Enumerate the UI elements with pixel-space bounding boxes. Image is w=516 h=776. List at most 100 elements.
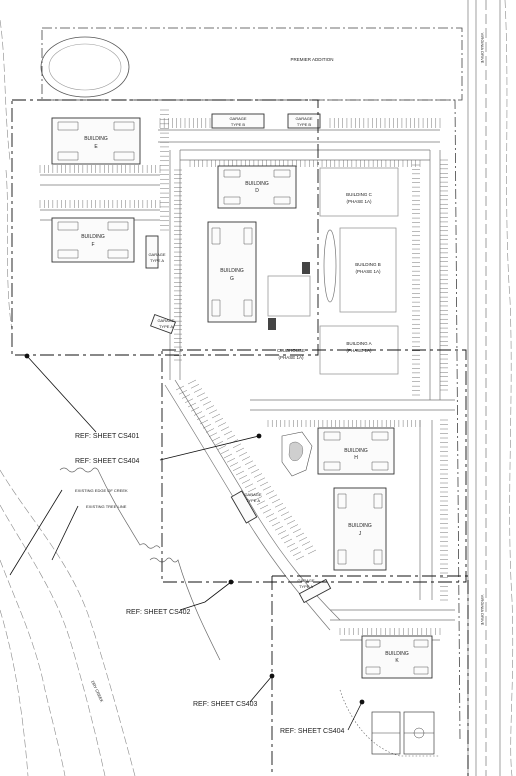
building-k-letter: K — [395, 658, 399, 664]
garage-type-a-3 — [230, 490, 258, 524]
building-f: BUILDING F — [51, 217, 135, 263]
parking-stall-line — [181, 394, 191, 399]
ref-sheet-cs402: REF: SHEET CS402 — [126, 609, 191, 616]
parking-stall-line — [256, 477, 266, 482]
building-b-phase: (PHASE 1A) — [355, 269, 381, 274]
garage-type-b-2-line1: GARAGE — [295, 116, 312, 121]
creek-terrain — [0, 19, 221, 776]
dry-creek-label: DRY CREEK — [90, 680, 104, 703]
parking-stall-line — [301, 541, 311, 546]
sheet-cs401-boundary — [11, 99, 319, 356]
building-k: BUILDING K — [361, 635, 433, 679]
building-e-letter: E — [94, 144, 98, 150]
premier-addition-boundary — [41, 27, 463, 101]
building-g: BUILDING G — [207, 221, 257, 323]
building-c: BUILDING C (PHASE 1A) — [319, 167, 399, 217]
garage-type-a-2 — [150, 314, 176, 334]
parking-stall-line — [202, 424, 212, 429]
parking-stall-line — [295, 532, 305, 538]
virginia-drive-top-label: VIRGINIA DRIVE — [480, 33, 485, 64]
virginia-drive-bottom-label: VIRGINIA DRIVE — [480, 595, 485, 626]
sheet-cs403-boundary — [272, 575, 469, 776]
parking-stall-line — [217, 445, 227, 450]
detention-pond — [40, 36, 130, 98]
parking-stall-line — [274, 526, 284, 531]
building-h: BUILDING H — [317, 427, 395, 475]
building-j-name: BUILDING — [348, 523, 372, 529]
parking-stall-line — [238, 475, 248, 480]
clubhouse-phase: (PHASE 1A) — [278, 355, 304, 360]
sport-courts — [371, 711, 435, 755]
parking-stall-line — [199, 419, 209, 425]
parking-stall-line — [226, 435, 236, 440]
parking-stall-line — [238, 452, 248, 457]
ref-sheet-cs401: REF: SHEET CS401 — [75, 433, 140, 440]
garage-type-a-4-line2: TYPE A — [299, 584, 313, 589]
building-g-letter: G — [230, 276, 234, 282]
parking-stall-line — [262, 509, 272, 514]
parking-stall-line — [265, 490, 275, 495]
parking-stall-line — [277, 507, 287, 512]
parking-stalls — [39, 109, 448, 635]
parking-stall-line — [259, 504, 269, 510]
clubhouse-service — [302, 262, 310, 274]
parking-stall-line — [244, 460, 254, 465]
reference-leaders — [9, 353, 365, 731]
parking-stall-line — [232, 443, 242, 448]
garage-type-b-1-line2: TYPE B — [231, 122, 246, 127]
parking-stall-line — [289, 547, 299, 552]
parking-stall-line — [220, 449, 230, 454]
garage-type-a-2-line2: TYPE A — [159, 324, 173, 329]
parking-stall-line — [208, 432, 218, 437]
internal-drives — [40, 129, 455, 641]
parking-stall-line — [247, 464, 257, 470]
building-f-letter: F — [91, 242, 94, 248]
building-c-phase: (PHASE 1A) — [346, 199, 372, 204]
existing-edge-of-creek-label: EXISTING EDGE OF CREEK — [75, 488, 128, 493]
building-d-letter: D — [255, 188, 259, 194]
garage-type-b-2 — [287, 113, 321, 129]
parking-stall-line — [256, 500, 266, 505]
parking-stall-line — [292, 551, 302, 556]
parking-stall-line — [271, 521, 281, 527]
parking-stall-line — [298, 537, 308, 542]
parking-stall-line — [286, 543, 296, 548]
parking-stall-line — [208, 409, 218, 414]
parking-stall-line — [289, 524, 299, 529]
garage-type-a-4 — [298, 578, 332, 604]
building-a-name: BUILDING A — [346, 341, 371, 346]
parking-stall-line — [241, 479, 251, 484]
pool — [323, 229, 337, 303]
garage-type-b-1-line1: GARAGE — [229, 116, 246, 121]
property-line — [40, 99, 461, 741]
virginia-drive — [467, 0, 514, 776]
parking-stall-line — [265, 513, 275, 518]
building-c-name: BUILDING C — [346, 192, 373, 197]
parking-stall-line — [283, 538, 293, 544]
parking-stall-line — [223, 453, 233, 459]
garage-type-a-4-line1: GARAGE — [297, 578, 314, 583]
parking-stall-line — [184, 398, 194, 403]
parking-stall-line — [211, 413, 221, 419]
garage-type-a-3-line2: TYPE A — [246, 498, 260, 503]
parking-stall-line — [277, 530, 287, 535]
parking-stall-line — [274, 503, 284, 508]
parking-stall-line — [235, 447, 245, 453]
premier-addition-label: PREMIER ADDITION — [290, 57, 333, 62]
clubhouse: CLUBHOUSE (PHASE 1A) — [267, 262, 311, 360]
building-a-phase: (PHASE 1A) — [346, 348, 372, 353]
parking-stall-line — [250, 492, 260, 497]
parking-stall-line — [268, 517, 278, 522]
garage-type-b-1 — [211, 113, 265, 129]
building-b-name: BUILDING B — [355, 262, 381, 267]
parking-stall-line — [211, 436, 221, 442]
parking-stall-line — [214, 441, 224, 446]
building-h-letter: H — [354, 455, 358, 461]
garage-type-a-1-line2: TYPE A — [150, 258, 164, 263]
garage-type-a-1 — [145, 235, 159, 269]
sheet-cs402-boundary — [161, 349, 467, 583]
parking-stall-line — [196, 415, 206, 420]
garage-type-a-3-line1: GARAGE — [244, 492, 261, 497]
building-k-name: BUILDING — [385, 651, 409, 657]
